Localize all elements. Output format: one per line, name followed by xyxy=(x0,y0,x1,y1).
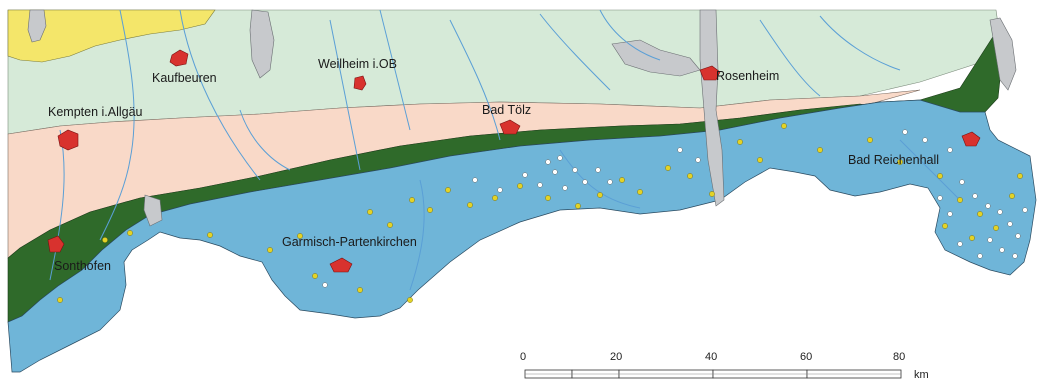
scale-tick-label-40: 40 xyxy=(705,351,717,363)
lake-forggensee xyxy=(27,9,47,43)
scale-tick-label-20: 20 xyxy=(610,351,622,363)
city-label-kempten: Kempten i.Allgäu xyxy=(48,105,143,119)
city-marker-weilheim xyxy=(353,75,367,91)
city-marker-kaufbeuren xyxy=(169,49,189,67)
lake-south-west xyxy=(143,194,163,227)
occurrence-points-white xyxy=(322,129,1028,288)
city-marker-bad-toelz xyxy=(499,119,521,135)
scale-unit: km xyxy=(914,369,929,381)
city-markers xyxy=(47,49,981,273)
city-label-bad-toelz: Bad Tölz xyxy=(482,103,531,117)
scale-tick-label-0: 0 xyxy=(520,351,526,363)
city-label-bad-reichenhall: Bad Reichenhall xyxy=(848,153,939,167)
lake-east xyxy=(989,17,1017,91)
city-label-kaufbeuren: Kaufbeuren xyxy=(152,71,217,85)
calcareous-alps-zone xyxy=(7,99,1037,373)
city-marker-kempten xyxy=(57,129,79,151)
city-marker-garmisch xyxy=(329,257,353,273)
scale-bar: 0 20 40 60 80 km xyxy=(520,351,929,381)
occurrence-points-yellow xyxy=(57,123,1023,303)
lakes xyxy=(27,9,1017,227)
city-marker-sonthofen xyxy=(47,235,65,253)
city-marker-bad-reichenhall xyxy=(961,131,981,147)
scale-tick-label-80: 80 xyxy=(893,351,905,363)
lake-inn-valley xyxy=(699,9,725,207)
city-marker-rosenheim xyxy=(699,65,721,81)
lake-ammersee xyxy=(249,9,275,79)
scale-tick-label-60: 60 xyxy=(800,351,812,363)
city-labels: Kaufbeuren Weilheim i.OB Rosenheim Kempt… xyxy=(48,57,939,273)
city-label-rosenheim: Rosenheim xyxy=(716,69,779,83)
yellow-unit-northwest xyxy=(7,9,216,63)
rivers xyxy=(49,9,961,291)
city-label-weilheim: Weilheim i.OB xyxy=(318,57,397,71)
city-label-garmisch: Garmisch-Partenkirchen xyxy=(282,235,417,249)
city-label-sonthofen: Sonthofen xyxy=(54,259,111,273)
